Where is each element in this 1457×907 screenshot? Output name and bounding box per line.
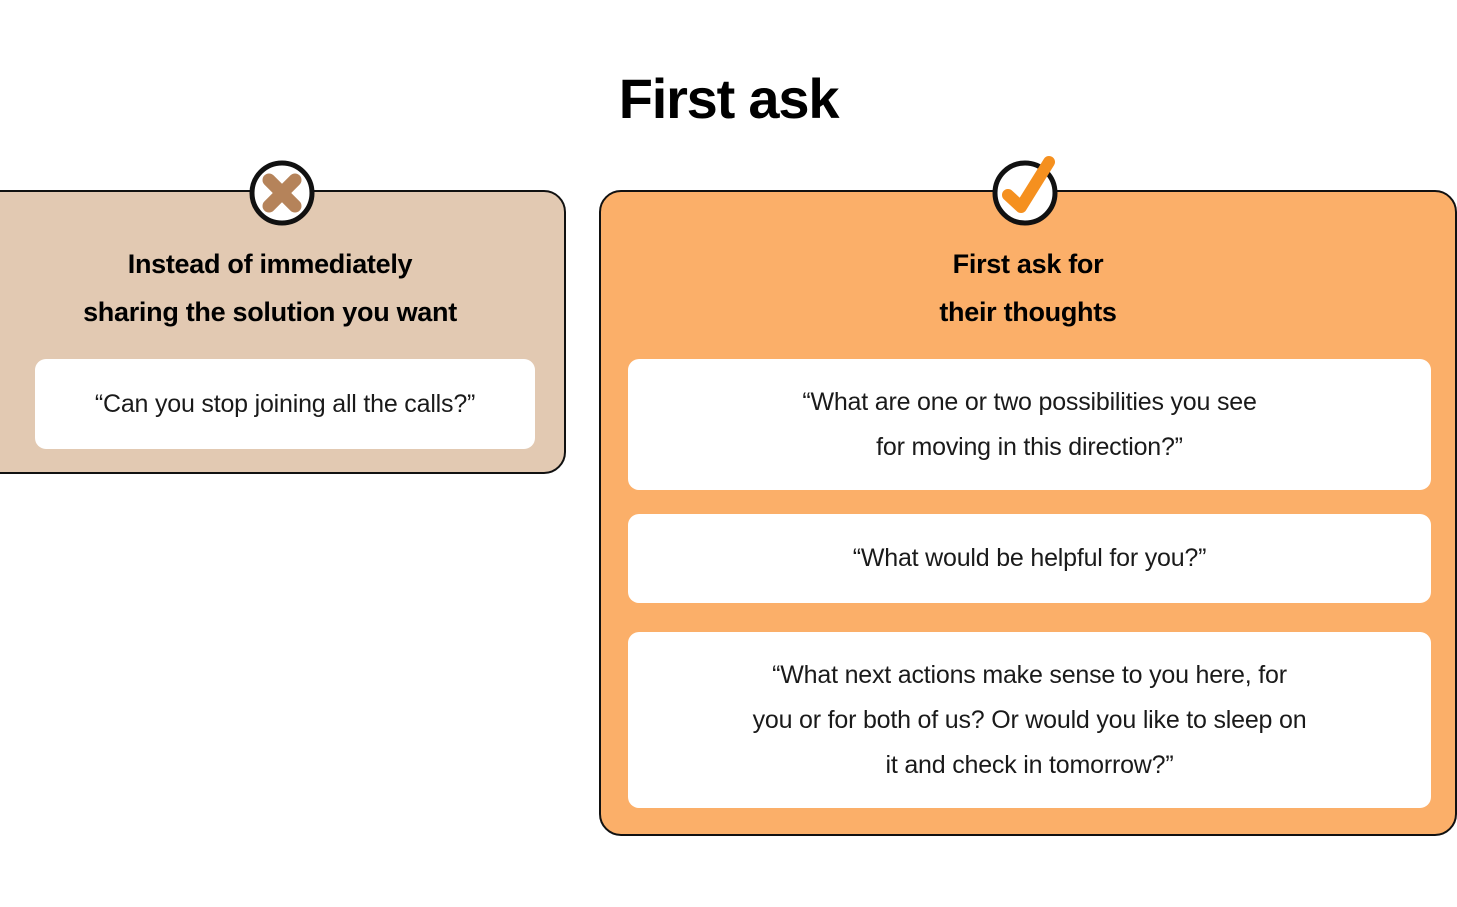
do-quote-box: “What are one or two possibilities you s…	[628, 359, 1431, 490]
dont-card: Instead of immediately sharing the solut…	[0, 190, 566, 474]
do-heading-line-2: their thoughts	[939, 297, 1117, 327]
dont-heading-line-1: Instead of immediately	[127, 249, 413, 279]
do-heading-line-1: First ask for	[952, 249, 1104, 279]
do-quote-text: “What would be helpful for you?”	[839, 536, 1221, 581]
do-quote-text: “What are one or two possibilities you s…	[788, 380, 1270, 470]
do-quote-box: “What next actions make sense to you her…	[628, 632, 1431, 808]
do-quote-box: “What would be helpful for you?”	[628, 514, 1431, 603]
dont-card-heading: Instead of immediately sharing the solut…	[0, 240, 564, 336]
do-card-heading: First ask for their thoughts	[601, 240, 1455, 336]
dont-heading-line-2: sharing the solution you want	[83, 297, 457, 327]
dont-quote-text: “Can you stop joining all the calls?”	[81, 382, 489, 427]
do-quote-text: “What next actions make sense to you her…	[739, 653, 1321, 788]
page-title: First ask	[618, 67, 840, 130]
dont-quote-box: “Can you stop joining all the calls?”	[35, 359, 535, 449]
check-circle-icon	[992, 156, 1058, 226]
quote-line: it and check in tomorrow?”	[885, 750, 1174, 779]
quote-line: “What next actions make sense to you her…	[772, 660, 1287, 689]
quote-line: “Can you stop joining all the calls?”	[94, 389, 476, 418]
quote-line: for moving in this direction?”	[876, 432, 1183, 461]
quote-line: you or for both of us? Or would you like…	[752, 705, 1307, 734]
quote-line: “What would be helpful for you?”	[852, 544, 1207, 572]
cross-circle-icon	[249, 160, 315, 226]
quote-line: “What are one or two possibilities you s…	[802, 387, 1257, 416]
do-card: First ask for their thoughts “What are o…	[599, 190, 1457, 836]
